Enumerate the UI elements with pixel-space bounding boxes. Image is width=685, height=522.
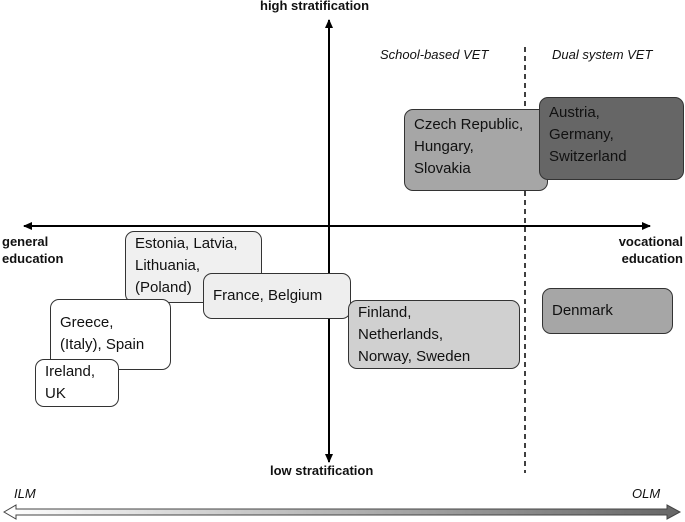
- cluster-czech: Czech Republic, Hungary, Slovakia: [404, 109, 548, 191]
- ilm-label: ILM: [14, 486, 36, 501]
- cluster-greece-line: (Italy), Spain: [60, 336, 145, 353]
- left-axis-label-line2: education: [2, 251, 64, 266]
- cluster-ireland: Ireland, UK: [35, 359, 119, 407]
- cluster-denmark: Denmark: [542, 288, 673, 334]
- cluster-czech-line: Slovakia: [414, 160, 471, 177]
- cluster-estonia: Estonia, Latvia, Lithuania, (Poland): [125, 231, 262, 303]
- cluster-finland-line: Netherlands,: [358, 326, 444, 343]
- cluster-austria-line: Germany,: [549, 126, 614, 143]
- left-axis-label: general education: [2, 233, 63, 267]
- cluster-finland-line: Norway, Sweden: [358, 348, 471, 365]
- cluster-finland: Finland, Netherlands, Norway, Sweden: [348, 300, 520, 369]
- cluster-ireland-line: UK: [45, 385, 66, 402]
- right-axis-label-line1: vocational: [618, 234, 683, 249]
- cluster-czech-line: Czech Republic,: [414, 116, 524, 133]
- olm-label: OLM: [632, 486, 661, 501]
- cluster-czech-line: Hungary,: [414, 138, 474, 155]
- top-axis-label: high stratification: [260, 0, 370, 13]
- ilm-olm-arrow: [3, 504, 682, 520]
- cluster-austria-line: Switzerland: [549, 148, 627, 165]
- cluster-france: France, Belgium: [203, 273, 351, 319]
- right-axis-label-line2: education: [621, 251, 683, 266]
- cluster-denmark-line: Denmark: [552, 302, 613, 319]
- cluster-france-line: France, Belgium: [213, 287, 323, 304]
- cluster-estonia-line: Estonia, Latvia,: [135, 235, 238, 252]
- cluster-estonia-line: (Poland): [135, 279, 192, 296]
- school-based-vet-label: School-based VET: [380, 47, 489, 62]
- cluster-finland-line: Finland,: [358, 304, 412, 321]
- cluster-greece-line: Greece,: [60, 314, 114, 331]
- cluster-austria-line: Austria,: [549, 104, 600, 121]
- cluster-austria: Austria, Germany, Switzerland: [539, 97, 684, 180]
- cluster-estonia-line: Lithuania,: [135, 257, 201, 274]
- bottom-axis-label: low stratification: [270, 463, 374, 478]
- dual-system-vet-label: Dual system VET: [552, 47, 653, 62]
- right-axis-label: vocational education: [619, 233, 683, 267]
- cluster-ireland-line: Ireland,: [45, 363, 96, 380]
- left-axis-label-line1: general: [2, 234, 49, 249]
